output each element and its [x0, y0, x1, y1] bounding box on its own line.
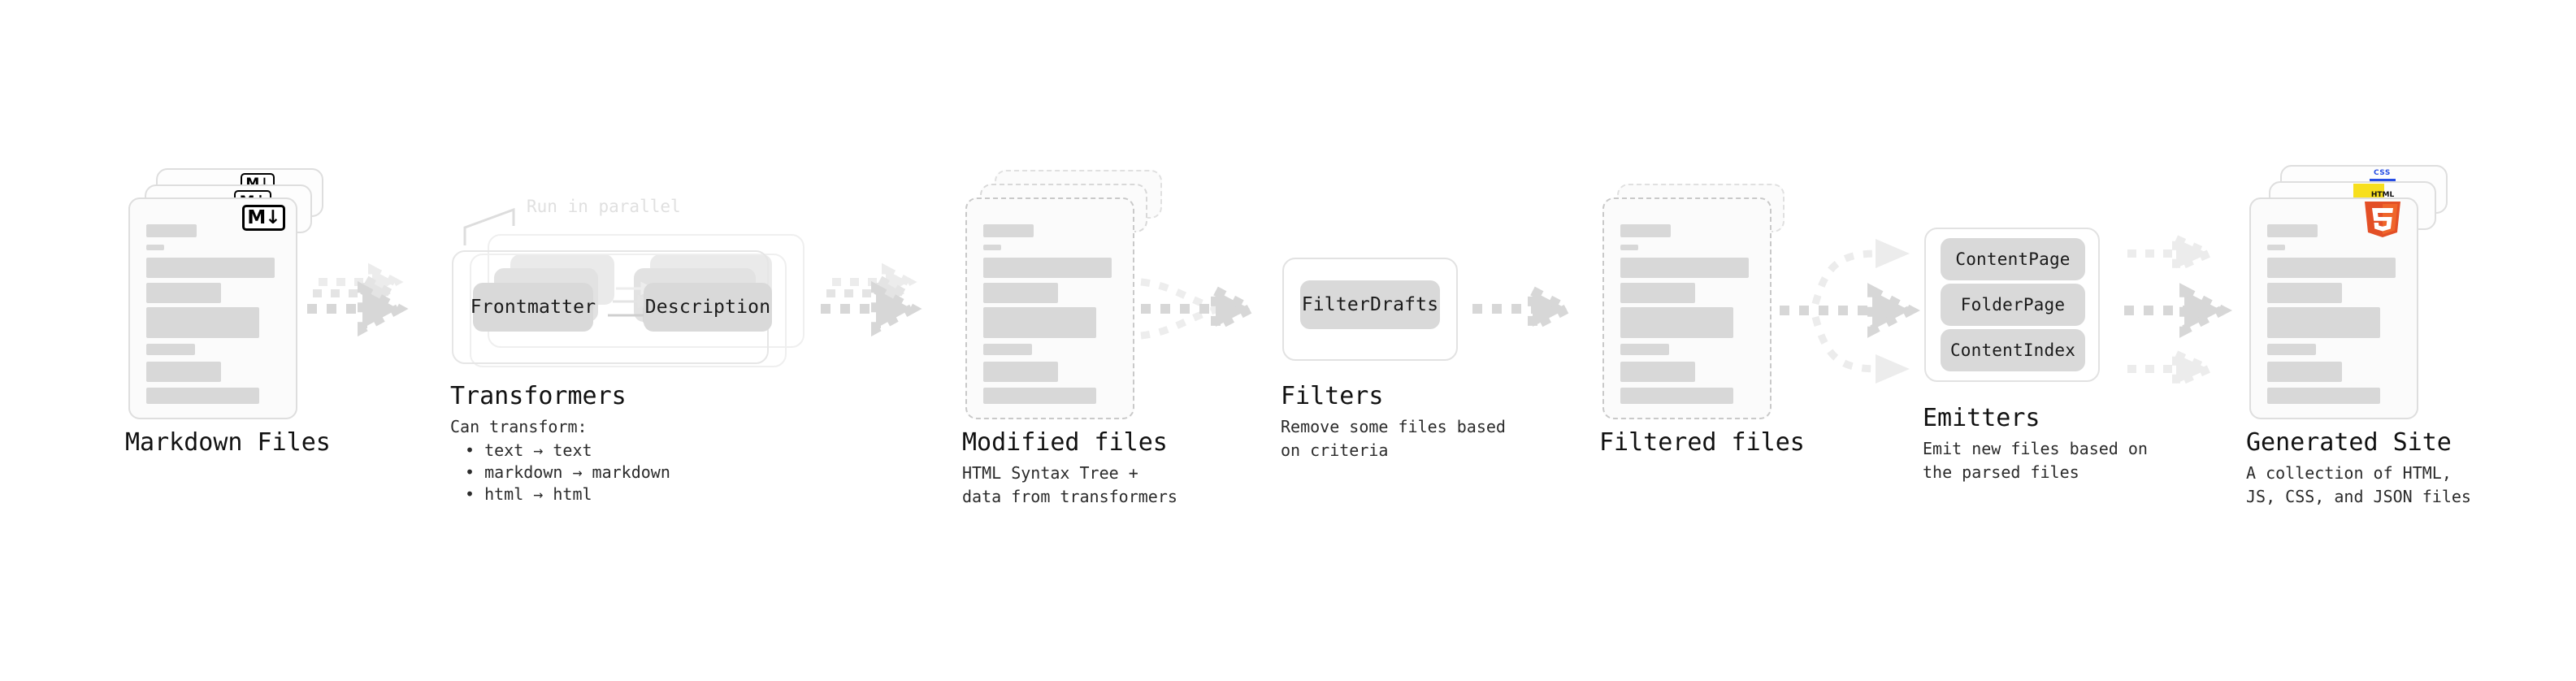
emitters-description: Emit new files based on the parsed files	[1923, 439, 2148, 482]
stage-title-modified-files: Modified files	[962, 428, 1168, 457]
skeleton-bar	[2267, 258, 2396, 278]
modified-card-front	[965, 197, 1134, 419]
skeleton-bar	[146, 283, 221, 303]
transformer-plugin-description[interactable]: Description	[644, 283, 772, 332]
transformers-description: Can transform:	[450, 417, 588, 436]
connector-modified-to-filters	[1140, 278, 1260, 340]
skeleton-bar	[1620, 388, 1733, 404]
skeleton-bar	[1620, 245, 1638, 250]
skeleton-bar	[2267, 283, 2342, 303]
generated-site-description: A collection of HTML, JS, CSS, and JSON …	[2246, 463, 2471, 506]
filter-plugin-filterdrafts[interactable]: FilterDrafts	[1300, 280, 1440, 329]
svg-text:HTML: HTML	[2371, 191, 2395, 199]
emitter-plugin-contentindex[interactable]: ContentIndex	[1941, 329, 2085, 371]
transformers-bullet-0: • text → text	[465, 440, 592, 460]
skeleton-bar	[2267, 307, 2380, 338]
run-in-parallel-bracket	[463, 207, 515, 245]
emitter-plugin-folderpage[interactable]: FolderPage	[1941, 284, 2085, 326]
skeleton-bar	[1620, 344, 1669, 355]
skeleton-bar	[1620, 224, 1671, 237]
skeleton-bar	[983, 388, 1096, 404]
skeleton-bar	[1620, 258, 1749, 278]
transformer-plugin-frontmatter[interactable]: Frontmatter	[471, 283, 596, 332]
modified-files-description: HTML Syntax Tree + data from transformer…	[962, 463, 1177, 506]
css-badge	[2370, 179, 2396, 183]
skeleton-bar	[1620, 307, 1733, 338]
skeleton-bar	[146, 258, 275, 278]
skeleton-bar	[146, 388, 259, 404]
html5-badge: HTML	[2365, 191, 2400, 237]
skeleton-bar	[146, 344, 195, 355]
transformers-bullet-2: • html → html	[465, 484, 592, 504]
markdown-card-front	[128, 197, 297, 419]
filters-description: Remove some files based on criteria	[1281, 417, 1506, 460]
skeleton-bar	[2267, 245, 2285, 250]
skeleton-bar	[983, 283, 1058, 303]
skeleton-bar	[146, 307, 259, 338]
filtered-card-front	[1602, 197, 1772, 419]
markdown-badge: M↓	[242, 205, 285, 231]
skeleton-bar	[983, 258, 1112, 278]
connector-markdown-to-transformers	[307, 262, 409, 337]
skeleton-bar	[1620, 362, 1695, 382]
skeleton-bar	[2267, 362, 2342, 382]
stage-title-filtered-files: Filtered files	[1599, 428, 1805, 457]
skeleton-bar	[146, 362, 221, 382]
stage-title-emitters: Emitters	[1923, 404, 2040, 432]
connector-filters-to-filtered	[1472, 283, 1577, 335]
transformer-group-back-1	[470, 254, 787, 367]
emitter-plugin-contentpage[interactable]: ContentPage	[1941, 238, 2085, 280]
skeleton-bar	[2267, 388, 2380, 404]
skeleton-bar	[2267, 344, 2316, 355]
connector-transformers-to-modified	[821, 262, 922, 337]
skeleton-bar	[983, 344, 1032, 355]
stage-title-generated-site: Generated Site	[2246, 428, 2452, 457]
skeleton-bar	[146, 245, 164, 250]
stage-title-filters: Filters	[1281, 382, 1384, 410]
skeleton-bar	[146, 224, 197, 237]
stage-title-markdown-files: Markdown Files	[125, 428, 331, 457]
skeleton-bar	[2267, 224, 2318, 237]
connector-emitters-to-site	[2124, 232, 2232, 390]
css-badge-caption: CSS	[2374, 169, 2391, 177]
connector-filtered-to-emitters	[1780, 239, 1920, 384]
skeleton-bar	[1620, 283, 1695, 303]
stage-title-transformers: Transformers	[450, 382, 627, 410]
skeleton-bar	[983, 245, 1001, 250]
skeleton-bar	[983, 224, 1034, 237]
run-in-parallel-label: Run in parallel	[527, 197, 681, 216]
transformers-bullet-1: • markdown → markdown	[465, 462, 670, 482]
skeleton-bar	[983, 307, 1096, 338]
skeleton-bar	[983, 362, 1058, 382]
